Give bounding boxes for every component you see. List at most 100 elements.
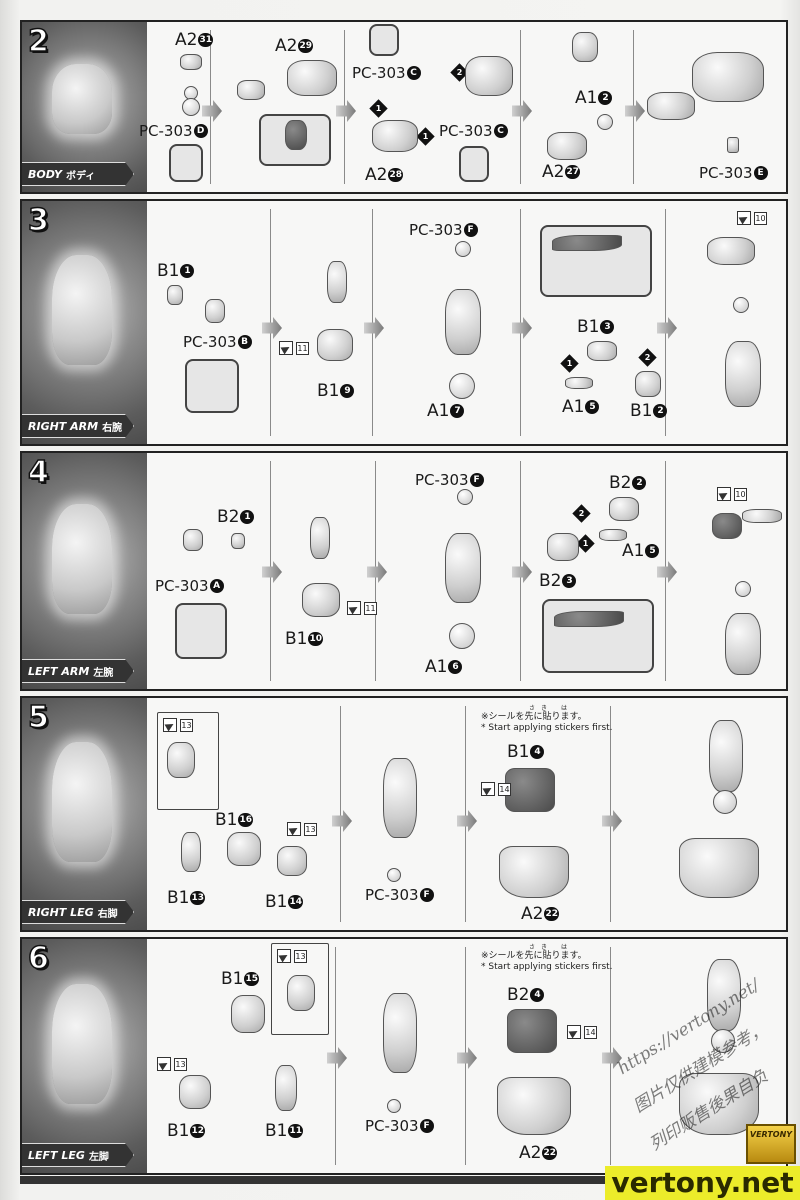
part-number-badge: A [209, 579, 224, 593]
part-number-badge: F [419, 1119, 434, 1133]
part-number-badge: C [406, 66, 421, 80]
part-number-badge: 12 [190, 1124, 206, 1138]
part-illustration [499, 846, 569, 898]
label-text: A2 [542, 162, 565, 182]
next-arrow-icon [202, 100, 222, 122]
part-number-badge: 15 [244, 972, 260, 986]
label-text: B2 [507, 985, 530, 1005]
sticker-icon [277, 949, 291, 963]
next-arrow-icon [512, 561, 532, 583]
label-text: A1 [427, 401, 450, 421]
part-number-badge: 6 [448, 660, 463, 674]
part-illustration [712, 513, 742, 539]
part-number-badge: 13 [190, 891, 206, 905]
label-text: PC-303 [365, 1117, 419, 1135]
label-text: 13 [294, 949, 307, 963]
part-illustration [237, 80, 265, 100]
label-text: A2 [519, 1143, 542, 1163]
part-number-badge: 3 [562, 574, 577, 588]
part-number-badge: 4 [530, 988, 545, 1002]
label-text: B2 [609, 473, 632, 493]
part-number-badge: 2 [598, 91, 613, 105]
detail-callout [259, 114, 331, 166]
part-illustration [713, 790, 737, 814]
part-number-badge: 4 [530, 745, 545, 759]
part-number-badge: F [469, 473, 484, 487]
part-number-badge: 14 [288, 895, 304, 909]
watermark-logo: VERTONY [746, 1124, 796, 1164]
sticker-ref: 13 [157, 1057, 187, 1071]
label-text: A2 [521, 904, 544, 924]
detail-callout [540, 225, 652, 297]
part-illustration [275, 1065, 297, 1111]
sticker-ref: 11 [279, 341, 309, 355]
part-illustration [445, 533, 481, 603]
next-arrow-icon [327, 1047, 347, 1069]
label-text: A1 [575, 88, 598, 108]
part-illustration [679, 838, 759, 898]
part-number-badge: 7 [450, 404, 465, 418]
part-illustration [179, 1075, 211, 1109]
part-number-badge: F [463, 223, 478, 237]
sticker-icon [163, 718, 177, 732]
part-number-badge: 31 [198, 33, 213, 47]
label-text: は [560, 705, 573, 712]
part-illustration [572, 32, 598, 62]
step-title-en: BODY [28, 167, 62, 181]
label-text: 1 [566, 359, 573, 368]
left-arm-illustration [52, 504, 112, 615]
part-number-badge: 28 [388, 168, 403, 182]
part-number-badge: 22 [542, 1146, 557, 1160]
right-leg-illustration [52, 742, 112, 863]
label-text: 11 [364, 601, 377, 615]
label-text: * Start applying stickers first. [481, 723, 613, 733]
part-number-badge: C [493, 124, 508, 138]
label-text: A1 [425, 657, 448, 677]
label-text: B1 [215, 810, 238, 830]
part-illustration [180, 54, 202, 70]
sticker-icon [157, 1057, 171, 1071]
part-illustration [709, 720, 743, 792]
divider [610, 706, 611, 922]
part-illustration [167, 742, 195, 778]
part-number-badge: 29 [298, 39, 313, 53]
label-text: ※シールを先に貼ります。 [481, 712, 587, 722]
label-text: A2 [275, 36, 298, 56]
order-marker: 1 [416, 127, 435, 146]
watermark-brand: vertony.net [605, 1166, 800, 1200]
part-number-badge: 9 [340, 384, 355, 398]
label-text: PC-303 [139, 122, 193, 140]
order-marker: 2 [572, 504, 591, 523]
part-number-badge: E [753, 166, 768, 180]
part-number-badge: 16 [238, 813, 254, 827]
label-text: * Start applying stickers first. [481, 962, 613, 972]
part-illustration [692, 52, 764, 102]
part-illustration [707, 959, 741, 1031]
sticker-icon [717, 487, 731, 501]
label-text: さき [529, 944, 554, 951]
label-text: A1 [562, 397, 585, 417]
step-number: 5 [27, 699, 49, 736]
part-illustration [231, 533, 245, 549]
